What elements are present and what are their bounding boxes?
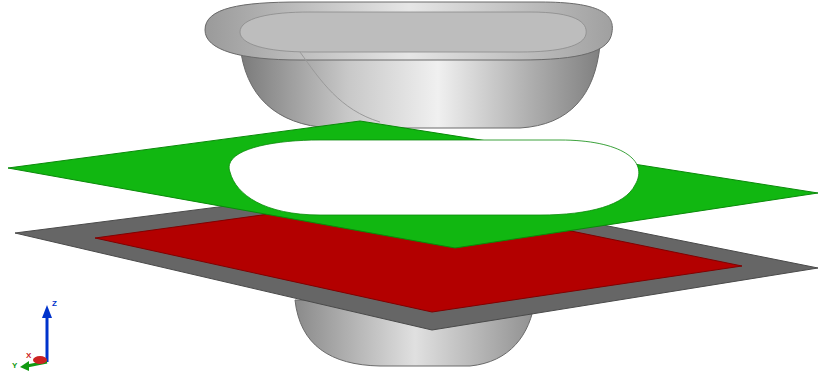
axis-label: X — [26, 352, 31, 360]
blank-holder — [8, 121, 818, 248]
punch — [205, 2, 612, 128]
axis-label: Y — [12, 362, 17, 370]
axis-label: Z — [52, 300, 57, 308]
axis-triad — [20, 305, 52, 371]
